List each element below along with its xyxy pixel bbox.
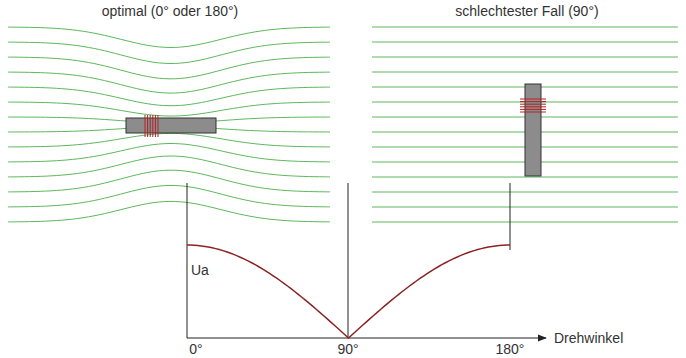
field-line (372, 27, 678, 28)
field-line (8, 156, 330, 177)
field-line (372, 177, 678, 178)
panel-title: optimal (0° oder 180°) (102, 3, 239, 19)
tick-label: 90° (337, 341, 358, 357)
ferrite-rod (525, 84, 541, 176)
field-line (372, 42, 678, 43)
field-lines (372, 27, 678, 222)
field-line (8, 133, 330, 147)
coil-turn (158, 115, 159, 137)
tick-label: 0° (189, 341, 202, 357)
coil-turn (147, 115, 148, 137)
coil-winding (145, 115, 158, 137)
field-line (372, 72, 678, 73)
axis-label: Ua (191, 262, 209, 278)
field-line (372, 57, 678, 58)
field-line (8, 72, 330, 93)
field-line (372, 222, 678, 223)
coil-winding (520, 99, 546, 112)
field-line (8, 170, 330, 192)
field-line (372, 207, 678, 208)
coil-turn (520, 101, 546, 102)
tick-label: 180° (496, 341, 525, 357)
coil-turn (520, 112, 546, 113)
coil-turn (155, 115, 156, 137)
field-line (8, 185, 330, 206)
coil-turn (520, 104, 546, 105)
field-line (8, 143, 330, 161)
field-line (8, 201, 330, 221)
field-line (8, 102, 330, 116)
coil-turn (520, 109, 546, 110)
voltage-curve (187, 245, 510, 338)
field-line (8, 27, 330, 47)
ferrite-rod (126, 118, 216, 133)
coil-turn (520, 99, 546, 100)
axis-label: Drehwinkel (554, 330, 623, 346)
coil-turn (145, 115, 146, 137)
field-lines (8, 27, 330, 222)
chart-axes (187, 183, 546, 338)
field-line (8, 42, 330, 63)
coil-turn (152, 115, 153, 137)
coil-turn (150, 115, 151, 137)
field-line (372, 192, 678, 193)
field-line (8, 57, 330, 79)
coil-turn (520, 106, 546, 107)
panel-title: schlechtester Fall (90°) (455, 3, 598, 19)
